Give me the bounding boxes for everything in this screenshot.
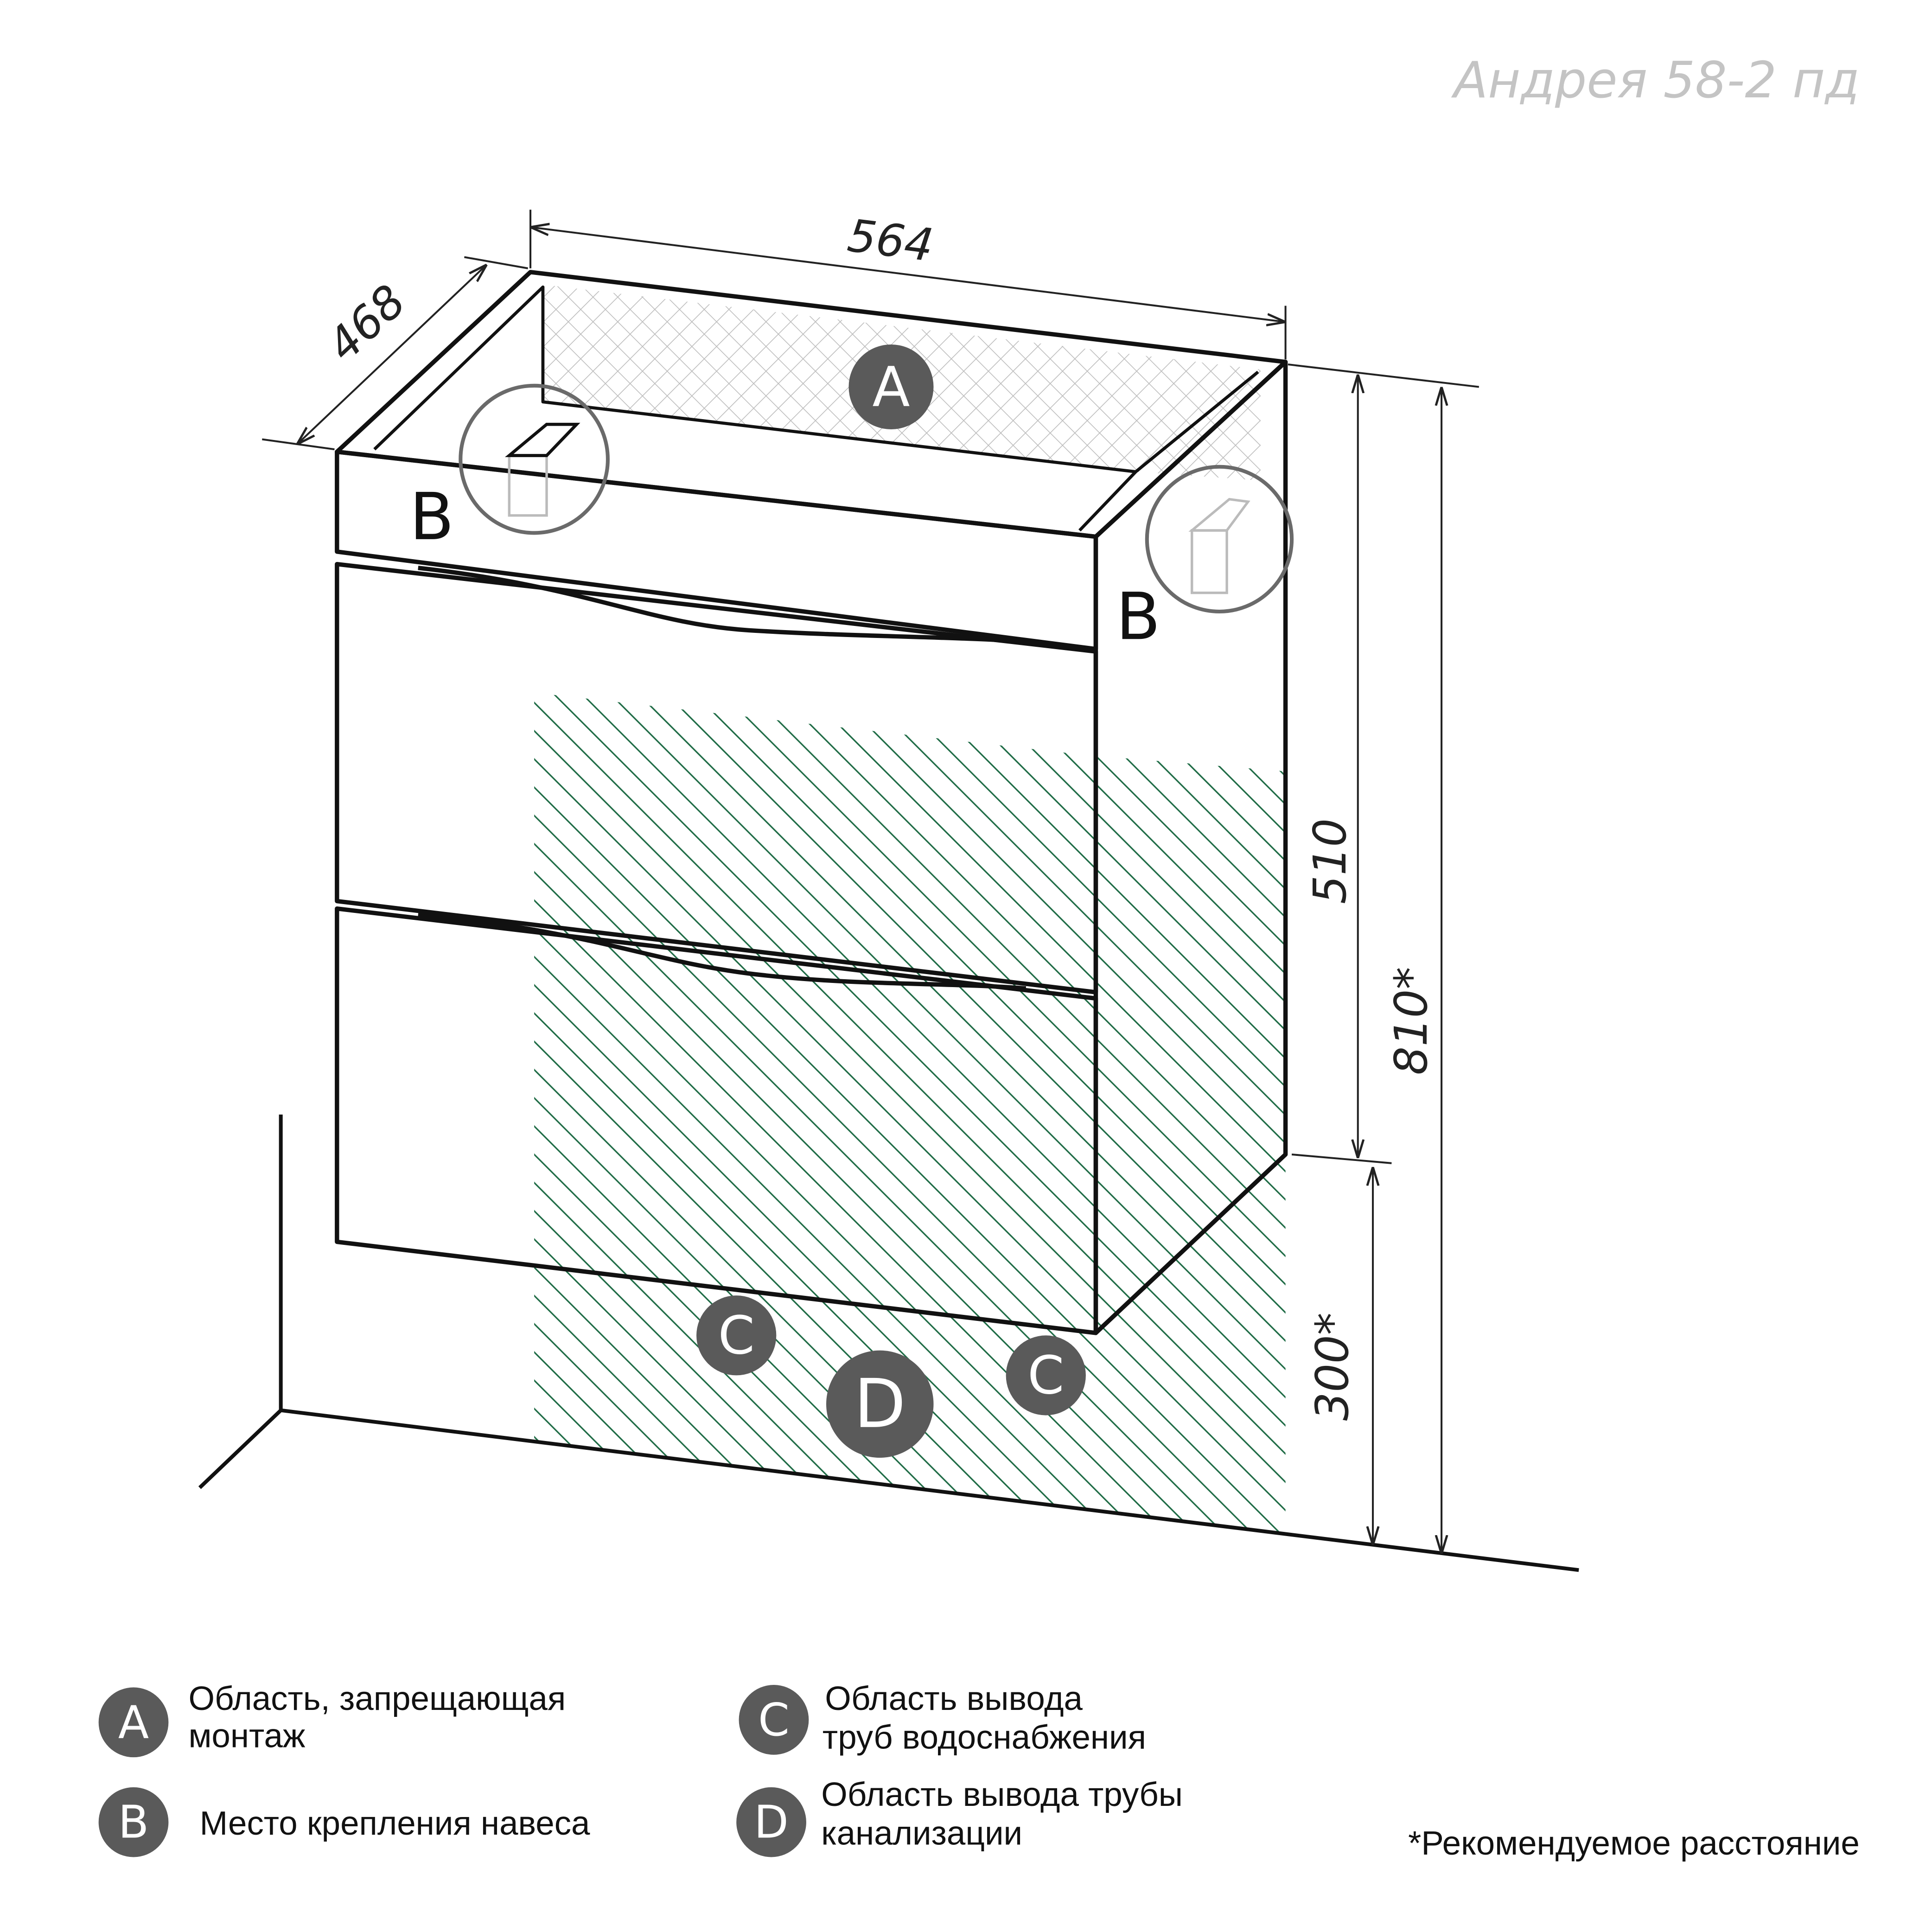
marker-b-right: B <box>1116 579 1160 655</box>
footnote: *Рекомендуемое расстояние <box>1408 1824 1860 1862</box>
svg-text:D: D <box>854 1365 906 1443</box>
svg-text:A: A <box>118 1696 149 1748</box>
cabinet <box>335 270 1288 1335</box>
dim-depth: 468 <box>317 275 415 372</box>
marker-d: D <box>826 1350 934 1458</box>
svg-text:труб водоснабжения: труб водоснабжения <box>823 1718 1146 1756</box>
marker-c-left: C <box>696 1295 777 1376</box>
svg-text:Место крепления навеса: Место крепления навеса <box>200 1804 590 1842</box>
handle-top <box>418 566 1027 644</box>
svg-text:C: C <box>758 1694 790 1746</box>
dim-width: 564 <box>845 209 936 272</box>
legend-item-b: B Место крепления навеса <box>98 1787 590 1857</box>
hanger-detail-right <box>1145 465 1294 614</box>
hanger-detail-left <box>459 383 610 535</box>
dim-total-height: 810* <box>1385 967 1437 1075</box>
svg-text:C: C <box>718 1305 755 1366</box>
svg-text:A: A <box>872 355 910 419</box>
svg-text:D: D <box>754 1796 789 1849</box>
side-panel <box>1093 359 1288 1335</box>
marker-c-right: C <box>1006 1335 1086 1416</box>
svg-text:Область вывода трубы: Область вывода трубы <box>821 1776 1183 1813</box>
marker-b-left: B <box>409 479 454 555</box>
svg-text:канализации: канализации <box>821 1815 1022 1852</box>
dim-height: 510 <box>1304 818 1356 904</box>
model-title: Андрея 58-2 пд <box>1451 51 1859 109</box>
svg-text:Область, запрещающая: Область, запрещающая <box>188 1680 566 1717</box>
marker-a: A <box>848 344 934 429</box>
svg-text:монтаж: монтаж <box>188 1717 305 1755</box>
dim-mount-height: 300* <box>1306 1313 1358 1421</box>
wall-lines <box>198 1114 1579 1572</box>
svg-text:Область вывода: Область вывода <box>825 1680 1083 1717</box>
dimension-lines <box>262 210 1479 1554</box>
handle-bottom <box>418 912 1027 991</box>
svg-text:B: B <box>118 1796 149 1849</box>
svg-text:C: C <box>1027 1345 1064 1406</box>
